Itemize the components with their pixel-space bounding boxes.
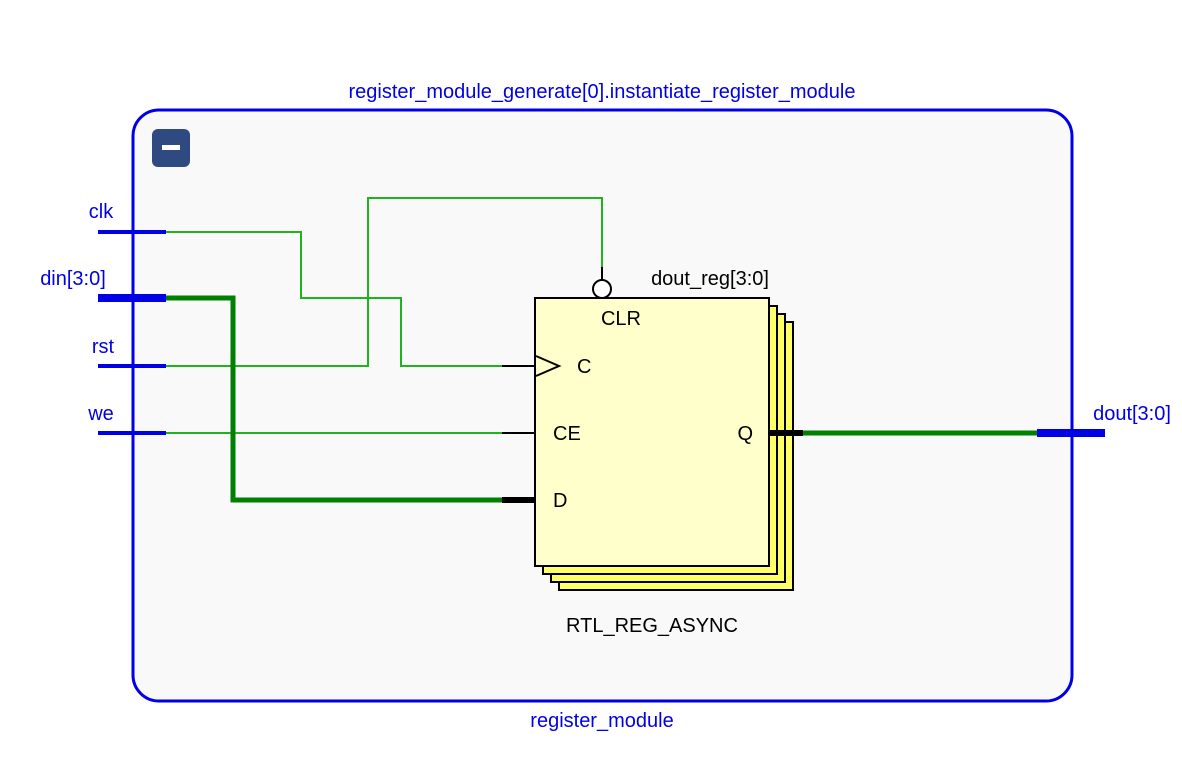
net-din[interactable] xyxy=(166,295,502,503)
instance-title: register_module_generate[0].instantiate_… xyxy=(349,81,856,103)
pin-clr-inversion-bubble xyxy=(592,279,612,299)
port-label-rst: rst xyxy=(92,336,115,358)
cell-body xyxy=(534,297,770,567)
port-label-din: din[3:0] xyxy=(40,268,106,290)
pin-label-ce: CE xyxy=(553,423,581,445)
collapse-button[interactable] xyxy=(152,129,190,167)
minus-icon xyxy=(162,145,180,150)
module-name-label: register_module xyxy=(530,710,673,732)
pin-label-clr: CLR xyxy=(601,308,641,330)
pin-label-q: Q xyxy=(737,423,753,445)
net-clk[interactable] xyxy=(166,231,502,367)
port-label-we: we xyxy=(87,403,114,425)
pin-label-c: C xyxy=(577,356,591,378)
clock-triangle-icon xyxy=(535,355,562,377)
net-rst[interactable] xyxy=(166,197,603,367)
cell-type-label: RTL_REG_ASYNC xyxy=(566,615,738,637)
port-label-dout: dout[3:0] xyxy=(1093,403,1171,425)
port-label-clk: clk xyxy=(89,201,114,223)
pin-label-d: D xyxy=(553,490,567,512)
cell-instance-name: dout_reg[3:0] xyxy=(651,268,769,290)
register-cell[interactable]: CLR C CE D Q xyxy=(502,267,803,591)
